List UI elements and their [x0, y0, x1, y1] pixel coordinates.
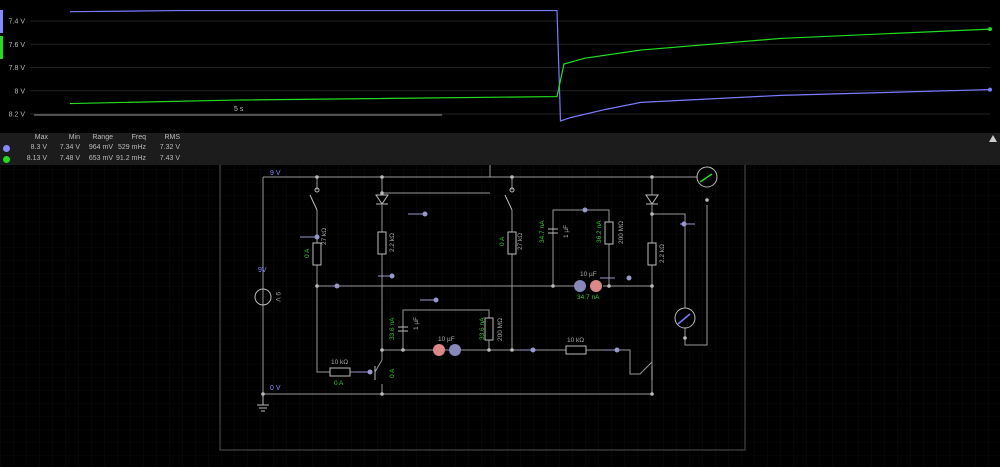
led-icons: [375, 194, 659, 205]
c-left-label: 1 µF: [413, 317, 420, 330]
circuit-canvas[interactable]: 9 V 0 V 9V 9 V 27 kΩ 0 A 2.2 kΩ 27 kΩ 0 …: [0, 165, 1000, 467]
scope-plot: 8.2 V 8 V 7.8 V 7.6 V 7.4 V 5 s: [9, 9, 992, 122]
probe-pins[interactable]: [300, 207, 695, 375]
r1-current: 0 A: [304, 248, 311, 258]
trace-1: [69, 9, 991, 122]
header-freq: Freq: [131, 134, 146, 141]
triangle-up-icon[interactable]: [989, 135, 997, 142]
rleak-right-label: 200 MΩ: [618, 221, 625, 244]
min-value: 7.34 V: [59, 144, 80, 151]
c-right-current: 34.7 nA: [539, 220, 546, 243]
cap-right-current: 34.7 nA: [577, 294, 600, 301]
voltage-source-icon[interactable]: [254, 288, 272, 306]
trace-2: [69, 28, 991, 105]
electrolytic-capacitor-left[interactable]: [433, 344, 461, 356]
r6-label: 10 kΩ: [567, 337, 584, 344]
rleak-right-current: 36.2 nA: [596, 220, 603, 243]
range-value: 653 mV: [88, 155, 113, 162]
trace-2-dot: [3, 156, 10, 163]
r4-label: 2.2 kΩ: [659, 244, 666, 263]
trace-1-dot: [3, 145, 10, 152]
r3-label: 27 kΩ: [517, 233, 524, 250]
stats-row-1: 8.3 V 7.34 V 964 mV 529 mHz 7.32 V: [0, 144, 200, 154]
source-value: 9 V: [274, 292, 281, 302]
header-min: Min: [68, 134, 80, 141]
trace-1-end-point: [988, 87, 992, 92]
rleak-left-current: 33.6 nA: [479, 317, 486, 340]
max-value: 8.13 V: [26, 155, 47, 162]
rail-bottom-label: 0 V: [270, 385, 281, 392]
y-tick-label: 7.4 V: [9, 19, 26, 26]
stats-row-2: 8.13 V 7.48 V 653 mV 91.2 mHz 7.43 V: [0, 155, 200, 165]
trace-2-end-point: [988, 27, 992, 32]
freq-value: 529 mHz: [117, 144, 146, 151]
ground-icon: [257, 394, 269, 412]
cap-left-label: 10 µF: [438, 336, 455, 343]
max-value: 8.3 V: [30, 144, 47, 151]
rms-value: 7.32 V: [159, 144, 180, 151]
y-tick-label: 8 V: [14, 88, 25, 95]
min-value: 7.48 V: [59, 155, 80, 162]
r5-label: 10 kΩ: [331, 359, 348, 366]
c-left-current: 33.6 nA: [389, 317, 396, 340]
range-value: 964 mV: [88, 144, 113, 151]
electrolytic-capacitor-right[interactable]: [574, 280, 602, 292]
scope-box-outline: [219, 165, 746, 451]
time-scale-label: 5 s: [234, 106, 244, 113]
r5-current: 0 A: [334, 380, 344, 387]
oscilloscope-panel[interactable]: 8.2 V 8 V 7.8 V 7.6 V 7.4 V 5 s: [0, 0, 1000, 133]
y-tick-label: 8.2 V: [9, 112, 26, 119]
header-max: Max: [34, 134, 48, 141]
y-tick-label: 7.6 V: [9, 42, 26, 49]
switches[interactable]: [309, 187, 515, 211]
r1-label: 27 kΩ: [321, 228, 328, 245]
q1-current: 0 A: [389, 368, 396, 378]
rail-top-label: 9 V: [270, 170, 281, 177]
r3-current: 0 A: [499, 236, 506, 246]
rleak-left-label: 200 MΩ: [497, 318, 504, 341]
rms-value: 7.43 V: [159, 155, 180, 162]
header-range: Range: [92, 134, 113, 141]
ceramic-capacitors: [398, 228, 558, 332]
transistors: [374, 366, 653, 380]
y-tick-label: 7.8 V: [9, 65, 26, 72]
trace-2-marker[interactable]: [0, 36, 3, 59]
cap-right-label: 10 µF: [580, 271, 597, 278]
freq-value: 91.2 mHz: [116, 155, 146, 162]
resistors: [312, 221, 657, 377]
source-label: 9V: [258, 267, 267, 274]
r2-label: 2.2 kΩ: [389, 233, 396, 252]
trace-1-marker[interactable]: [0, 10, 3, 33]
header-rms: RMS: [164, 134, 180, 141]
junction-dots: [261, 175, 709, 396]
scope-stats-table: Max Min Range Freq RMS 8.3 V 7.34 V 964 …: [0, 133, 1000, 165]
c-right-label: 1 µF: [563, 225, 570, 238]
